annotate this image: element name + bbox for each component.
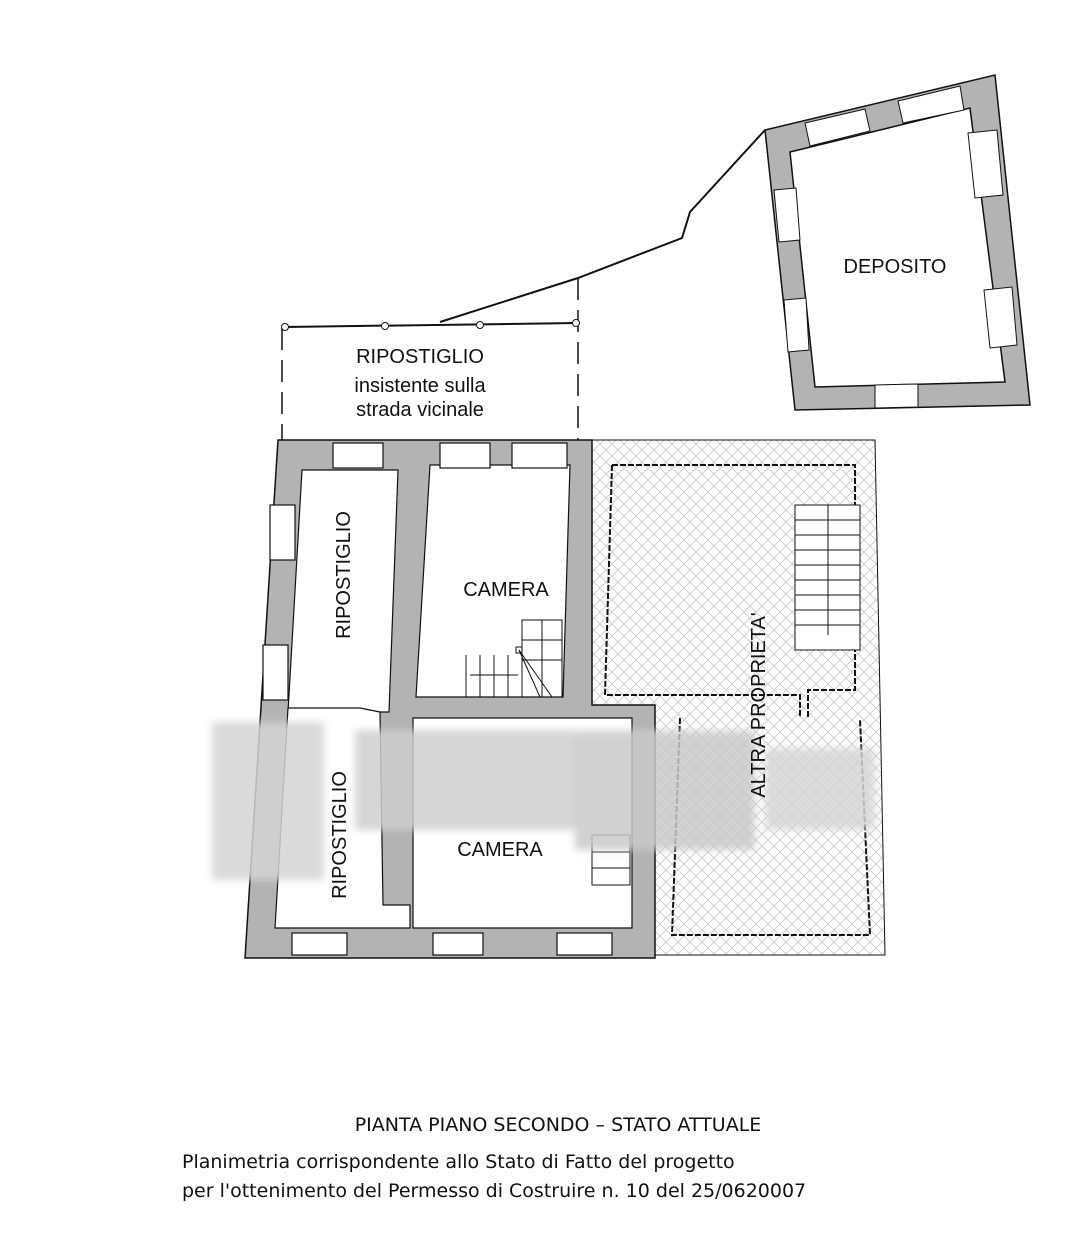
caption-line1: Planimetria corrispondente allo Stato di… [182, 1151, 735, 1173]
stairs-icon [794, 504, 861, 651]
label-altra-proprieta: ALTRA PROPRIETA' [748, 612, 770, 797]
label-ripostiglio-note2: strada vicinale [356, 399, 484, 421]
caption-title: PIANTA PIANO SECONDO – STATO ATTUALE [355, 1114, 762, 1136]
label-deposito: DEPOSITO [844, 256, 947, 278]
label-camera-bottom: CAMERA [457, 839, 543, 861]
room-ripostiglio-left [287, 469, 399, 713]
label-ripostiglio-left: RIPOSTIGLIO [333, 511, 355, 639]
label-camera-top: CAMERA [463, 579, 549, 601]
label-ripostiglio-top: RIPOSTIGLIO [356, 346, 484, 368]
redacted-area [212, 722, 875, 880]
caption-line2: per l'ottenimento del Permesso di Costru… [182, 1180, 806, 1202]
label-ripostiglio-note1: insistente sulla [354, 375, 486, 397]
label-ripostiglio-lower: RIPOSTIGLIO [329, 771, 351, 899]
deposito-building [764, 74, 1031, 411]
stairs-icon [465, 619, 631, 886]
ripostiglio-outline [281, 129, 766, 440]
